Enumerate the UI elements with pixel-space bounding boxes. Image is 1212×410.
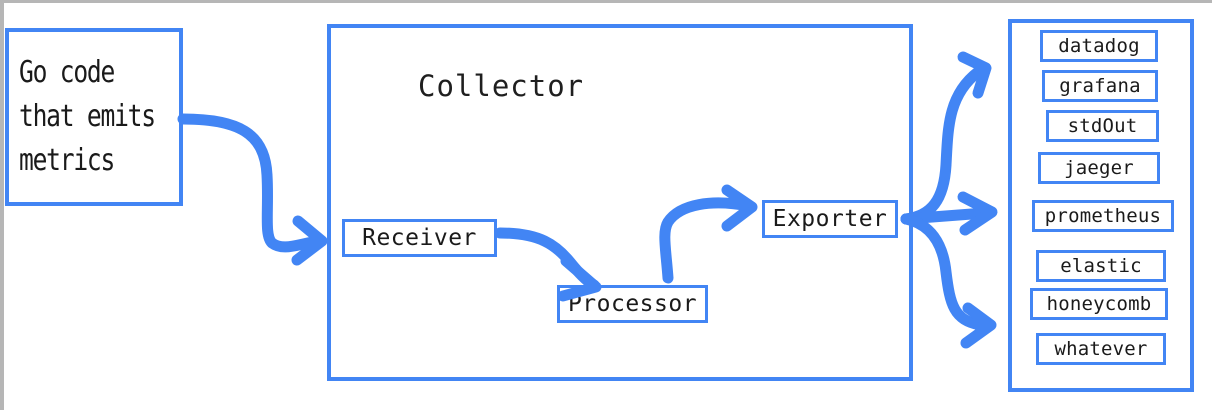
backend-item-label: whatever	[1054, 338, 1148, 360]
backend-item-label: grafana	[1059, 75, 1141, 97]
backend-item-whatever[interactable]: whatever	[1036, 333, 1166, 365]
backend-item-prometheus[interactable]: prometheus	[1032, 200, 1174, 232]
backend-item-label: prometheus	[1044, 205, 1162, 227]
canvas-left-frame-line	[0, 0, 4, 410]
arrow-source-to-receiver	[177, 113, 328, 266]
canvas-top-frame-line	[0, 0, 1212, 3]
exporter-box[interactable]: Exporter	[762, 200, 898, 238]
backend-item-label: elastic	[1060, 255, 1142, 277]
backend-item-datadog[interactable]: datadog	[1040, 30, 1158, 62]
arrow-exporter-to-backend-lower	[900, 213, 997, 349]
backend-item-grafana[interactable]: grafana	[1042, 70, 1158, 102]
backend-item-label: datadog	[1058, 35, 1140, 57]
backend-item-label: stdOut	[1067, 115, 1138, 137]
receiver-label: Receiver	[362, 225, 477, 251]
arrow-exporter-to-backend-middle	[900, 191, 998, 236]
backend-item-stdOut[interactable]: stdOut	[1046, 110, 1159, 142]
exporter-label: Exporter	[772, 206, 888, 232]
source-line-1: Go code	[19, 54, 115, 90]
receiver-box[interactable]: Receiver	[342, 219, 497, 257]
arrow-exporter-to-backend-upper	[900, 51, 992, 225]
backend-item-label: jaeger	[1064, 157, 1134, 179]
source-line-2: that emits	[19, 98, 156, 134]
collector-title: Collector	[418, 69, 585, 103]
source-line-3: metrics	[19, 143, 115, 179]
backend-item-honeycomb[interactable]: honeycomb	[1030, 288, 1168, 320]
backend-item-label: honeycomb	[1046, 293, 1152, 315]
go-code-source-box[interactable]: Go code that emits metrics	[5, 28, 183, 206]
backend-item-jaeger[interactable]: jaeger	[1038, 152, 1160, 184]
processor-label: Processor	[567, 291, 698, 317]
processor-box[interactable]: Processor	[557, 285, 708, 323]
backend-item-elastic[interactable]: elastic	[1036, 250, 1166, 282]
